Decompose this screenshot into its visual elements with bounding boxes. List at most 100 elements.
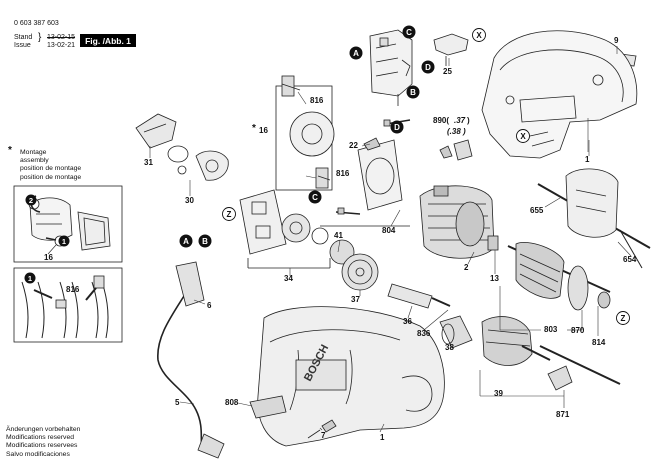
marker-z-text: Z <box>621 314 626 323</box>
leader-lines <box>149 46 632 433</box>
assembly-star: * <box>8 145 12 156</box>
screw-22-drawing <box>363 137 381 151</box>
inset2-step-1-marker: 1 <box>24 272 36 284</box>
part-number: 34 <box>284 274 293 283</box>
part-number: (.38 ) <box>447 127 466 136</box>
stator-2-drawing <box>419 185 495 259</box>
inset-step-1-marker: 1 <box>58 235 70 247</box>
svg-text:2: 2 <box>29 196 33 205</box>
part-number: 38 <box>445 343 454 352</box>
marker-a-text: A <box>353 49 359 58</box>
spindle-36-drawing <box>387 283 451 309</box>
part-number: 5 <box>175 398 180 407</box>
screw-890-drawing <box>439 139 473 161</box>
part-number: 2 <box>464 263 469 272</box>
inset-box-1 <box>13 185 123 263</box>
part-number: 654 <box>623 255 637 264</box>
marker-z-text: Z <box>227 210 232 219</box>
part-number: 41 <box>334 231 343 240</box>
marker-d-mid: D <box>390 120 404 134</box>
marker-z-right: Z <box>616 311 630 325</box>
part-number: .37 <box>454 116 466 125</box>
svg-text:1: 1 <box>28 274 32 283</box>
part-number: 9 <box>614 36 619 45</box>
inset-box-2 <box>13 267 123 343</box>
part-number: 870 <box>571 326 585 335</box>
figure-label: Fig. /Abb. 1 <box>80 34 136 47</box>
part-number: 6 <box>207 301 212 310</box>
marker-b-cord: B <box>198 234 212 248</box>
svg-text:1: 1 <box>62 237 66 246</box>
marker-a-top: A <box>349 46 363 60</box>
part-number: 804 <box>382 226 396 235</box>
marker-x-top: X <box>472 28 486 42</box>
part-number: 1 <box>380 433 385 442</box>
part-number: 36 <box>403 317 412 326</box>
part-number: 37 <box>351 295 360 304</box>
part-number: 655 <box>530 206 544 215</box>
marker-d-top: D <box>421 60 435 74</box>
marker-c-text: C <box>406 28 412 37</box>
brace: } <box>38 32 42 43</box>
chuck-key-871-drawing <box>539 345 621 391</box>
part-number: 816 <box>310 96 324 105</box>
drill-housing-drawing <box>249 306 445 447</box>
part-number: 30 <box>185 196 194 205</box>
marker-c-top: C <box>402 25 416 39</box>
inset2-spring-drawing <box>21 275 109 339</box>
marker-x-mid: X <box>516 129 530 143</box>
part-number: 803 <box>544 325 558 334</box>
part-number: 836 <box>417 329 431 338</box>
marker-b-text: B <box>202 237 208 246</box>
part-number: 16 <box>259 126 268 135</box>
inset1-brush-holder-drawing <box>28 197 111 251</box>
footer-line: Modifications reserved <box>6 434 74 442</box>
lid-31-drawing <box>135 113 177 149</box>
plate-34-drawing <box>239 189 355 265</box>
assembly-note-line: position de montage <box>20 165 82 173</box>
part-number: ) <box>467 116 470 125</box>
assembly-note-line: position de montage <box>20 173 82 181</box>
clip-25-drawing <box>433 33 469 66</box>
screw-7-drawing <box>307 419 337 439</box>
stand-label: Stand <box>14 34 33 41</box>
brush-holder-16-drawing <box>275 75 335 191</box>
housing-half-drawing <box>481 30 638 159</box>
marker-x-text: X <box>520 132 526 141</box>
marker-d-text: D <box>425 63 431 72</box>
armature-803-drawing <box>487 235 611 311</box>
part-number: 31 <box>144 158 153 167</box>
fan-30-drawing <box>167 145 229 181</box>
marker-x-text: X <box>476 31 482 40</box>
part-38-drawing <box>439 315 473 349</box>
brush-holder-804-drawing <box>335 119 411 215</box>
footer-line: Salvo modificaciones <box>6 450 70 458</box>
marker-b-text: B <box>410 88 416 97</box>
marker-c-mid: C <box>308 190 322 204</box>
part-number: 808 <box>225 398 239 407</box>
marker-b-top: B <box>406 85 420 99</box>
marker-c-text: C <box>312 193 318 202</box>
part-number: 816 <box>336 169 350 178</box>
inset1-part-label: 16 <box>44 253 53 262</box>
part-number: 1 <box>585 155 590 164</box>
issue-date: 13-02-21 <box>47 42 76 49</box>
marker-a-cord: A <box>179 234 193 248</box>
issue-label: Issue <box>14 42 31 49</box>
marker-z-left: Z <box>222 207 236 221</box>
part-number: * <box>252 123 256 134</box>
footer-line: Modifications reservees <box>6 442 78 450</box>
gear-37-drawing <box>341 253 379 291</box>
part-number: 39 <box>494 389 503 398</box>
marker-d-text: D <box>394 123 400 132</box>
assembly-note-line: Montage <box>20 149 47 156</box>
inset-step-2-marker: 2 <box>25 194 37 206</box>
part-number: 7 <box>321 431 326 440</box>
footer-notes: Änderungen vorbehalten Modifications res… <box>6 426 80 459</box>
assembly-note: Montage assembly position de montage pos… <box>20 149 81 182</box>
document-number: 0 603 387 603 <box>14 20 59 27</box>
side-handle-drawing <box>537 168 651 269</box>
stand-date: 13-02-15 <box>47 34 76 41</box>
assembly-note-line: assembly <box>20 157 49 165</box>
